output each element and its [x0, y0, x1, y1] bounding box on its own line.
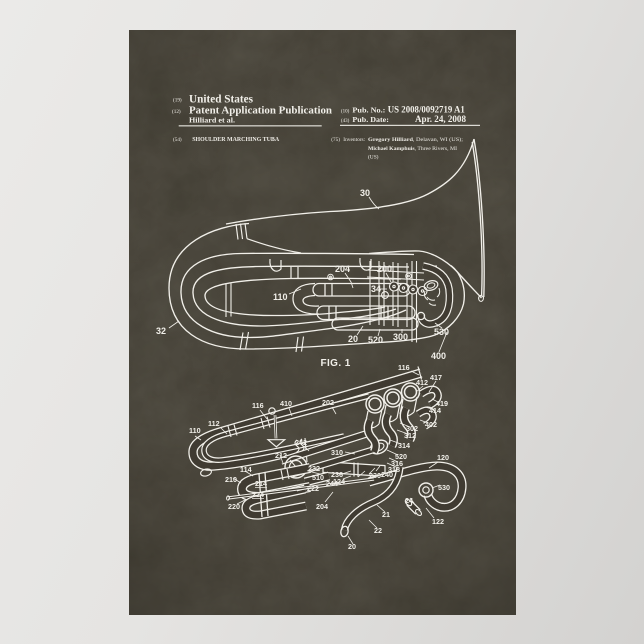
svg-text:24: 24 — [405, 496, 413, 505]
svg-text:112: 112 — [208, 419, 220, 428]
svg-text:Patent Application Publication: Patent Application Publication — [189, 105, 332, 117]
svg-text:20: 20 — [348, 334, 358, 344]
svg-text:300: 300 — [393, 332, 408, 342]
svg-text:314: 314 — [398, 441, 410, 450]
svg-text:116: 116 — [398, 363, 410, 372]
svg-text:Apr. 24, 2008: Apr. 24, 2008 — [415, 115, 466, 125]
svg-text:(10): (10) — [341, 109, 350, 114]
svg-text:520: 520 — [368, 335, 383, 345]
svg-text:22: 22 — [374, 526, 382, 535]
svg-text:244: 244 — [326, 479, 338, 488]
svg-text:310: 310 — [331, 448, 343, 457]
svg-text:122: 122 — [432, 517, 444, 526]
svg-text:(54): (54) — [173, 136, 182, 143]
svg-text:34: 34 — [371, 284, 381, 294]
svg-text:312: 312 — [404, 431, 416, 440]
svg-text:232: 232 — [308, 464, 320, 473]
svg-text:114: 114 — [240, 465, 252, 474]
svg-text:124: 124 — [333, 477, 345, 486]
svg-text:Pub. Date:: Pub. Date: — [352, 115, 389, 124]
svg-text:510: 510 — [312, 473, 324, 482]
svg-text:US 2008/0092719 A1: US 2008/0092719 A1 — [388, 105, 465, 115]
svg-text:417: 417 — [430, 373, 442, 382]
svg-text:20: 20 — [348, 542, 356, 551]
svg-text:(19): (19) — [173, 97, 182, 104]
svg-text:236: 236 — [331, 470, 343, 479]
svg-text:200: 200 — [377, 264, 392, 274]
svg-text:202: 202 — [322, 398, 334, 407]
svg-text:316: 316 — [391, 459, 403, 468]
svg-text:(43): (43) — [341, 119, 350, 124]
svg-text:Hilliard et al.: Hilliard et al. — [189, 115, 235, 124]
svg-text:204: 204 — [316, 502, 328, 511]
svg-text:Pub. No.:: Pub. No.: — [352, 105, 385, 114]
svg-text:530: 530 — [438, 483, 450, 492]
svg-text:402: 402 — [425, 420, 437, 429]
svg-text:414: 414 — [429, 406, 441, 415]
svg-text:SHOULDER MARCHING TUBA: SHOULDER MARCHING TUBA — [192, 136, 279, 143]
svg-text:520: 520 — [395, 452, 407, 461]
svg-text:United States: United States — [189, 92, 253, 105]
svg-text:224: 224 — [252, 490, 264, 499]
svg-text:Gregory Hilliard, Delavan, WI: Gregory Hilliard, Delavan, WI (US); — [368, 136, 464, 143]
svg-text:318: 318 — [388, 465, 400, 474]
svg-text:(75): (75) — [331, 136, 340, 143]
svg-text:Michael Kamphuis, Three Rivers: Michael Kamphuis, Three Rivers, MI — [368, 146, 457, 152]
svg-text:30: 30 — [360, 188, 370, 198]
svg-text:240: 240 — [381, 470, 393, 479]
svg-text:(12): (12) — [172, 108, 181, 115]
svg-text:400: 400 — [431, 351, 446, 361]
svg-text:32: 32 — [156, 326, 166, 336]
svg-text:212: 212 — [275, 451, 287, 460]
svg-text:410: 410 — [280, 399, 292, 408]
svg-text:220: 220 — [228, 502, 240, 511]
svg-text:530: 530 — [434, 327, 449, 337]
svg-text:21: 21 — [382, 510, 390, 519]
svg-text:110: 110 — [273, 292, 288, 302]
svg-text:(US): (US) — [368, 154, 379, 161]
svg-text:242: 242 — [295, 438, 307, 447]
svg-text:116: 116 — [252, 401, 264, 410]
svg-text:222: 222 — [307, 484, 319, 493]
svg-text:210: 210 — [225, 475, 237, 484]
svg-text:FIG. 1: FIG. 1 — [321, 358, 351, 369]
svg-text:302: 302 — [406, 424, 418, 433]
svg-text:419: 419 — [436, 399, 448, 408]
svg-text:204: 204 — [335, 264, 350, 274]
svg-text:120: 120 — [437, 453, 449, 462]
svg-text:110: 110 — [189, 426, 201, 435]
svg-text:412: 412 — [416, 378, 428, 387]
svg-text:230: 230 — [369, 471, 381, 480]
svg-text:214: 214 — [255, 479, 267, 488]
svg-text:Inventors:: Inventors: — [343, 137, 365, 143]
